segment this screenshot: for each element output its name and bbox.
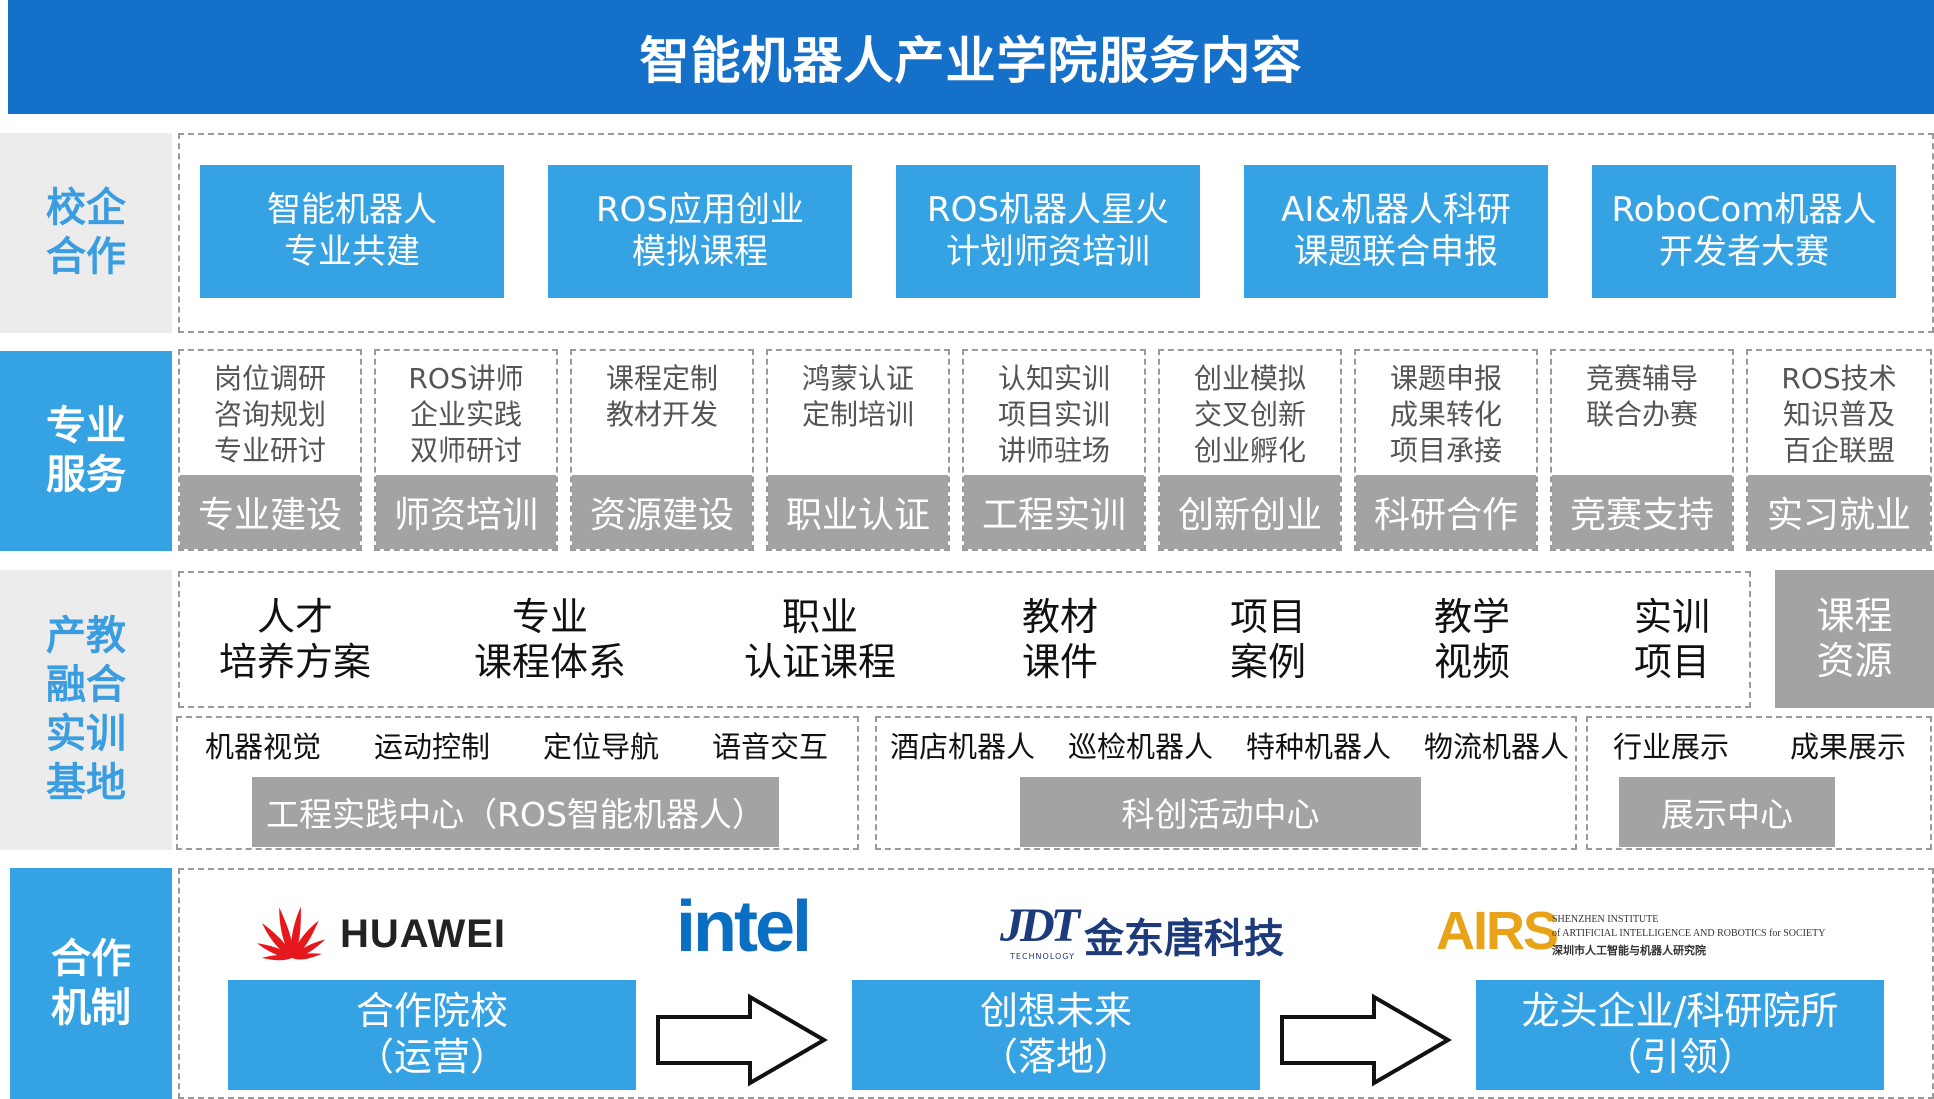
school-box-3: ROS机器人星火 计划师资培训	[896, 165, 1200, 298]
intel-wordmark: intel	[676, 887, 812, 967]
service-title: 创新创业	[1160, 475, 1340, 549]
center-engineering	[176, 716, 859, 850]
resource-item: 专业 课程体系	[473, 595, 626, 684]
school-box-5: RoboCom机器人 开发者大赛	[1592, 165, 1896, 298]
service-title: 专业建设	[180, 475, 360, 549]
row-label-base: 产教 融合 实训 基地	[0, 570, 172, 850]
jdt-mark: JDT	[1000, 899, 1080, 952]
service-card-2: ROS讲师 企业实践 双师研讨 师资培训	[374, 349, 558, 551]
service-card-6: 创业模拟 交叉创新 创业孵化 创新创业	[1158, 349, 1342, 551]
service-title: 科研合作	[1356, 475, 1536, 549]
resource-item: 实训 项目	[1633, 595, 1710, 684]
arrow-right-icon	[656, 993, 828, 1087]
service-card-7: 课题申报 成果转化 项目承接 科研合作	[1354, 349, 1538, 551]
service-items: 课题申报 成果转化 项目承接	[1389, 362, 1502, 467]
center-item: 行业展示	[1613, 730, 1730, 764]
service-card-9: ROS技术 知识普及 百企联盟 实习就业	[1746, 349, 1932, 551]
mechanism-box-leaders: 龙头企业/科研院所 （引领）	[1476, 980, 1884, 1090]
mechanism-box-chuangxiang: 创想未来 （落地）	[852, 980, 1260, 1090]
service-title: 工程实训	[964, 475, 1144, 549]
service-items: 创业模拟 交叉创新 创业孵化	[1193, 362, 1306, 467]
row-label-service: 专业 服务	[0, 351, 172, 551]
huawei-flower-icon	[256, 906, 326, 961]
school-box-4: AI&机器人科研 课题联合申报	[1244, 165, 1548, 298]
jdt-sub: TECHNOLOGY	[1010, 952, 1075, 961]
center-exhibition	[1586, 716, 1932, 850]
airs-wordmark: AIRS	[1436, 901, 1559, 961]
service-items: ROS讲师 企业实践 双师研讨	[408, 362, 524, 467]
center-innovation	[875, 716, 1577, 850]
intel-logo: intel	[676, 887, 836, 970]
service-items: 岗位调研 咨询规划 专业研讨	[213, 362, 326, 467]
service-card-8: 竞赛辅导 联合办赛 竞赛支持	[1550, 349, 1734, 551]
center-item: 定位导航	[543, 730, 660, 764]
service-title: 竞赛支持	[1552, 475, 1732, 549]
service-items: 竞赛辅导 联合办赛	[1585, 362, 1698, 431]
service-card-5: 认知实训 项目实训 讲师驻场 工程实训	[962, 349, 1146, 551]
resource-item: 教材 课件	[1021, 595, 1098, 684]
center-item: 酒店机器人	[890, 730, 1036, 764]
center-item: 巡检机器人	[1068, 730, 1214, 764]
center-item: 运动控制	[374, 730, 491, 764]
service-card-3: 课程定制 教材开发 资源建设	[570, 349, 754, 551]
service-card-1: 岗位调研 咨询规划 专业研讨 专业建设	[178, 349, 362, 551]
huawei-logo: HUAWEI	[256, 900, 516, 964]
center-item: 机器视觉	[205, 730, 322, 764]
resource-item: 项目 案例	[1229, 595, 1306, 684]
row-label-mechanism: 合作 机制	[10, 868, 172, 1099]
page-title: 智能机器人产业学院服务内容	[8, 0, 1934, 114]
center-item: 物流机器人	[1424, 730, 1570, 764]
school-container	[178, 133, 1934, 333]
resource-item: 人才 培养方案	[218, 595, 371, 684]
airs-logo: AIRS SHENZHEN INSTITUTE of ARTIFICIAL IN…	[1436, 900, 1856, 966]
service-title: 资源建设	[572, 475, 752, 549]
huawei-wordmark: HUAWEI	[340, 912, 506, 956]
service-items: 课程定制 教材开发	[605, 362, 718, 431]
school-box-2: ROS应用创业 模拟课程	[548, 165, 852, 298]
airs-line-2: of ARTIFICIAL INTELLIGENCE AND ROBOTICS …	[1552, 928, 1826, 939]
center-item: 成果展示	[1790, 730, 1907, 764]
center-item: 特种机器人	[1246, 730, 1392, 764]
jdt-wordmark: 金东唐科技	[1084, 916, 1284, 962]
mechanism-box-schools: 合作院校 （运营）	[228, 980, 636, 1090]
center-engineering-label: 工程实践中心（ROS智能机器人）	[252, 777, 779, 847]
airs-line-3: 深圳市人工智能与机器人研究院	[1552, 944, 1706, 957]
center-exhibition-label: 展示中心	[1619, 777, 1835, 847]
service-items: 鸿蒙认证 定制培训	[801, 362, 914, 431]
airs-line-1: SHENZHEN INSTITUTE	[1552, 914, 1659, 925]
arrow-right-icon	[1280, 993, 1452, 1087]
service-items: 认知实训 项目实训 讲师驻场	[997, 362, 1110, 467]
resources-container	[178, 571, 1751, 708]
service-title: 师资培训	[376, 475, 556, 549]
resource-item: 职业 认证课程	[743, 595, 896, 684]
mechanism-container	[178, 868, 1934, 1099]
service-title: 实习就业	[1748, 475, 1930, 549]
row-label-school: 校企 合作	[0, 133, 172, 333]
service-card-4: 鸿蒙认证 定制培训 职业认证	[766, 349, 950, 551]
center-innovation-label: 科创活动中心	[1020, 777, 1421, 847]
service-items: ROS技术 知识普及 百企联盟	[1781, 362, 1897, 467]
service-title: 职业认证	[768, 475, 948, 549]
center-item: 语音交互	[712, 730, 829, 764]
resource-item: 教学 视频	[1433, 595, 1510, 684]
school-box-1: 智能机器人 专业共建	[200, 165, 504, 298]
jdt-logo: JDT TECHNOLOGY 金东唐科技	[1000, 898, 1300, 968]
resource-label: 课程 资源	[1775, 570, 1934, 708]
